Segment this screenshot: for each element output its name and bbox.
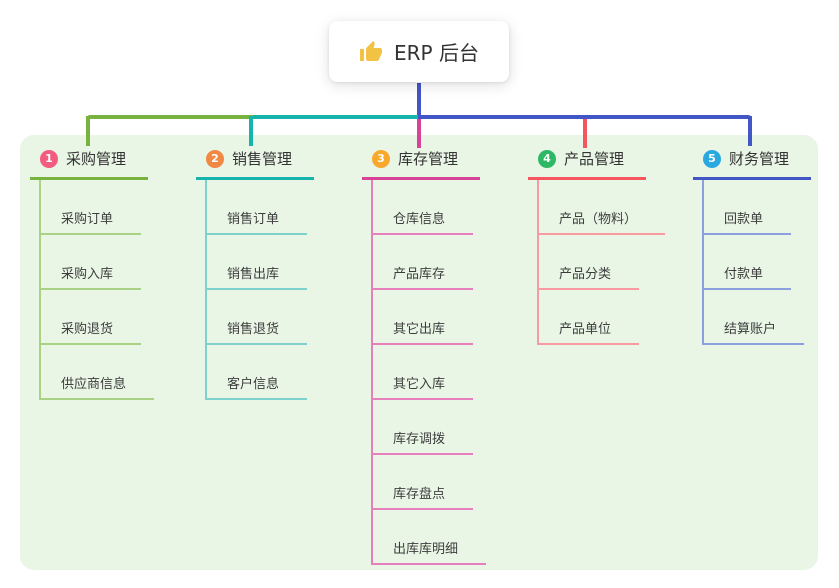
branch-product: 4 产品管理 产品（物料） 产品分类 产品单位 bbox=[528, 143, 666, 345]
child-node[interactable]: 销售出库 bbox=[207, 235, 308, 290]
child-label: 采购退货 bbox=[61, 322, 114, 337]
branch-children: 仓库信息 产品库存 其它出库 其它入库 库存调拨 库存盘点 出库库明细 bbox=[371, 180, 487, 565]
drop-inventory bbox=[417, 119, 421, 148]
branch-number-badge: 4 bbox=[538, 149, 556, 168]
child-label: 结算账户 bbox=[724, 322, 777, 337]
connector-top-green bbox=[86, 115, 253, 119]
child-node[interactable]: 销售退货 bbox=[207, 290, 308, 345]
child-node[interactable]: 结算账户 bbox=[704, 290, 805, 345]
drop-sales bbox=[249, 116, 253, 146]
child-label: 采购入库 bbox=[61, 267, 114, 282]
branch-number-badge: 3 bbox=[372, 149, 390, 168]
child-label: 销售出库 bbox=[227, 267, 280, 282]
child-node[interactable]: 采购订单 bbox=[41, 180, 142, 235]
child-label: 库存调拨 bbox=[393, 432, 446, 447]
branch-inventory: 3 库存管理 仓库信息 产品库存 其它出库 其它入库 库存调拨 库存盘点 出库库… bbox=[362, 143, 487, 565]
child-node[interactable]: 仓库信息 bbox=[373, 180, 474, 235]
child-label: 其它入库 bbox=[393, 377, 446, 392]
root-node[interactable]: ERP 后台 bbox=[329, 21, 509, 82]
child-label: 出库库明细 bbox=[393, 542, 459, 557]
branches-panel-background bbox=[20, 135, 818, 570]
child-node[interactable]: 产品分类 bbox=[539, 235, 640, 290]
child-label: 库存盘点 bbox=[393, 487, 446, 502]
thumbs-up-icon bbox=[360, 40, 383, 61]
child-node[interactable]: 产品单位 bbox=[539, 290, 640, 345]
child-label: 回款单 bbox=[724, 212, 764, 227]
child-node[interactable]: 产品（物料） bbox=[539, 180, 666, 235]
child-node[interactable]: 出库库明细 bbox=[373, 510, 487, 565]
branch-label: 财务管理 bbox=[729, 150, 790, 168]
branch-label: 销售管理 bbox=[232, 150, 293, 168]
child-node[interactable]: 付款单 bbox=[704, 235, 792, 290]
child-node[interactable]: 客户信息 bbox=[207, 345, 308, 400]
child-label: 产品单位 bbox=[559, 322, 612, 337]
drop-product bbox=[583, 119, 587, 148]
child-node[interactable]: 回款单 bbox=[704, 180, 792, 235]
child-label: 产品库存 bbox=[393, 267, 446, 282]
child-node[interactable]: 产品库存 bbox=[373, 235, 474, 290]
branch-number-badge: 1 bbox=[40, 149, 58, 168]
branch-node-finance[interactable]: 5 财务管理 bbox=[693, 143, 812, 180]
child-node[interactable]: 供应商信息 bbox=[41, 345, 155, 400]
branch-children: 回款单 付款单 结算账户 bbox=[702, 180, 805, 345]
child-label: 采购订单 bbox=[61, 212, 114, 227]
drop-finance bbox=[748, 116, 752, 146]
branch-node-inventory[interactable]: 3 库存管理 bbox=[362, 143, 481, 180]
child-label: 产品分类 bbox=[559, 267, 612, 282]
child-label: 客户信息 bbox=[227, 377, 280, 392]
branch-number-badge: 2 bbox=[206, 149, 224, 168]
root-label: ERP 后台 bbox=[394, 41, 479, 65]
child-label: 供应商信息 bbox=[61, 377, 127, 392]
branch-sales: 2 销售管理 销售订单 销售出库 销售退货 客户信息 bbox=[196, 143, 315, 400]
connector-top-teal bbox=[249, 115, 420, 119]
child-node[interactable]: 销售订单 bbox=[207, 180, 308, 235]
connector-top-blue bbox=[418, 115, 752, 119]
child-label: 销售退货 bbox=[227, 322, 280, 337]
child-node[interactable]: 库存调拨 bbox=[373, 400, 474, 455]
branch-children: 采购订单 采购入库 采购退货 供应商信息 bbox=[39, 180, 155, 400]
branch-children: 销售订单 销售出库 销售退货 客户信息 bbox=[205, 180, 308, 400]
branch-node-purchase[interactable]: 1 采购管理 bbox=[30, 143, 149, 180]
child-label: 付款单 bbox=[724, 267, 764, 282]
branch-children: 产品（物料） 产品分类 产品单位 bbox=[537, 180, 666, 345]
child-label: 产品（物料） bbox=[559, 212, 638, 227]
branch-label: 采购管理 bbox=[66, 150, 127, 168]
branch-node-sales[interactable]: 2 销售管理 bbox=[196, 143, 315, 180]
branch-node-product[interactable]: 4 产品管理 bbox=[528, 143, 647, 180]
child-node[interactable]: 库存盘点 bbox=[373, 455, 474, 510]
child-node[interactable]: 采购入库 bbox=[41, 235, 142, 290]
child-node[interactable]: 其它出库 bbox=[373, 290, 474, 345]
root-connector-vertical bbox=[417, 83, 421, 116]
branch-label: 库存管理 bbox=[398, 150, 459, 168]
branch-purchase: 1 采购管理 采购订单 采购入库 采购退货 供应商信息 bbox=[30, 143, 155, 400]
child-label: 销售订单 bbox=[227, 212, 280, 227]
branch-finance: 5 财务管理 回款单 付款单 结算账户 bbox=[693, 143, 812, 345]
drop-purchase bbox=[86, 116, 90, 146]
branch-number-badge: 5 bbox=[703, 149, 721, 168]
branch-label: 产品管理 bbox=[564, 150, 625, 168]
child-label: 其它出库 bbox=[393, 322, 446, 337]
child-node[interactable]: 其它入库 bbox=[373, 345, 474, 400]
child-node[interactable]: 采购退货 bbox=[41, 290, 142, 345]
child-label: 仓库信息 bbox=[393, 212, 446, 227]
